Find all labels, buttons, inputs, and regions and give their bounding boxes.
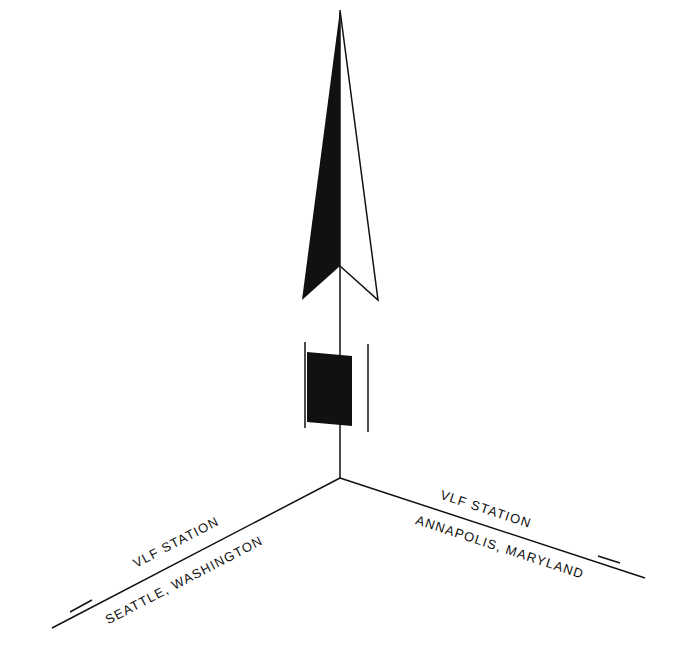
station-location-label: ANNAPOLIS, MARYLAND — [414, 513, 586, 580]
tick-mark — [598, 556, 620, 563]
antenna-edge — [367, 344, 369, 432]
station-location-label: SEATTLE, WASHINGTON — [103, 534, 265, 627]
rocket-right-fin — [340, 10, 378, 300]
antenna-edge — [304, 342, 306, 428]
tick-mark — [70, 600, 92, 612]
rocket-left-fin — [302, 10, 340, 300]
bearing-line — [340, 478, 645, 578]
bearing-line — [52, 478, 340, 628]
loop-antenna — [307, 352, 352, 426]
